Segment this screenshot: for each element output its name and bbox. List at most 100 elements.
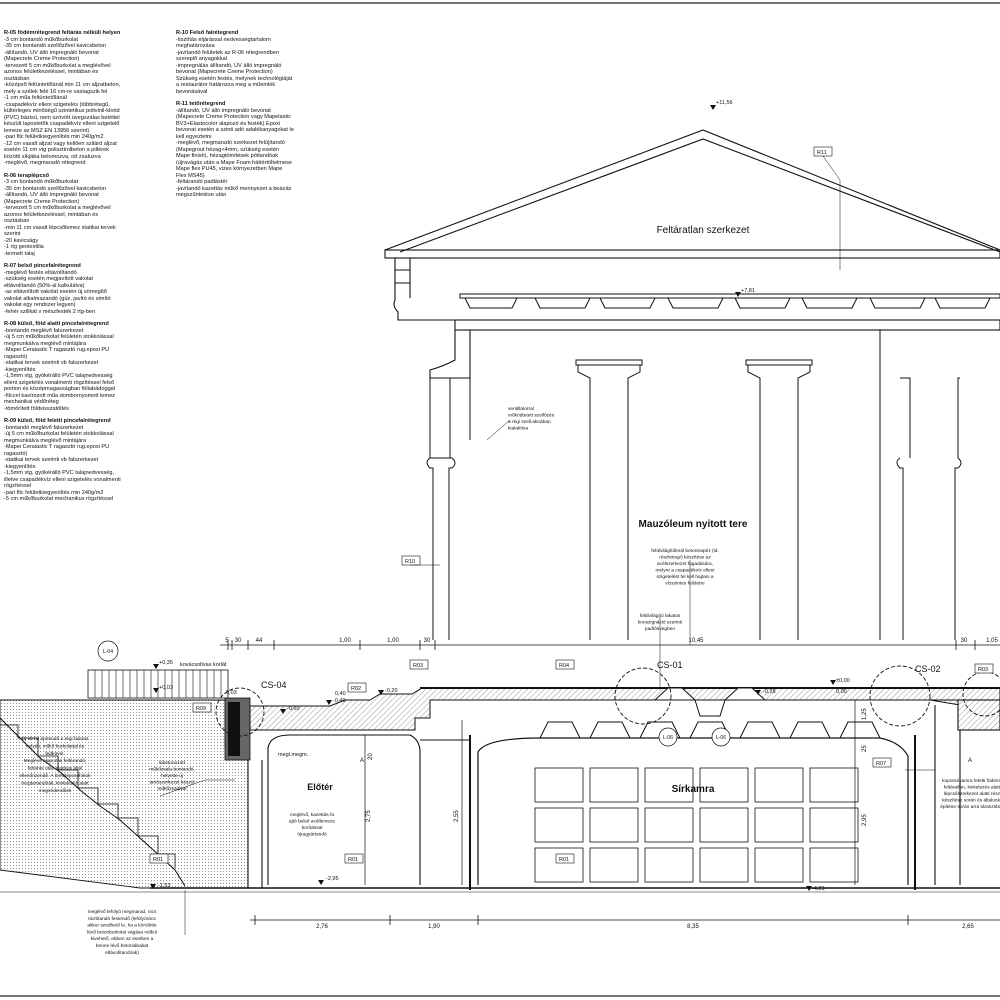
note-left-line: -új 5 cm műkőburkolat felületén stokkolá… [4,334,114,340]
note-left-line: -filccel kasírozott műa dombornyomott le… [4,392,115,399]
note-left-line: -min 11 cm vasalt lépcsőlemez statikai t… [4,224,116,231]
note-mid-line: -javítandó felületek az R-06 rétegrendbe… [176,49,279,56]
left-wall-note-line: Meglévő alapozás feltárandó, [24,758,87,764]
note-left-line: azonos felületkezeléssel, mintában és [4,211,99,218]
note-mid-line: (Mapegrout hézag<4mm, szükség esetén [176,146,280,153]
beam-note-line: acélszerkezet fogadására, [657,561,713,567]
demolition-note-line: műkőzsalu bontandó, [149,767,195,773]
left-wall-note-line: ellenőrizendő. A tömblépcsőfokok [19,773,91,779]
note-mid-line: -meglévő, megmaradó szerkezet felújítand… [176,140,285,146]
note-mid-line: Mape finish), hézagtömítések pótlandóak [176,153,278,159]
cs-04-circle[interactable] [215,687,265,737]
eloter-room [247,699,1000,888]
note-left-line: -1,5mm vtg, gyökérálló PVC talajnedvessé… [4,373,113,379]
note-left-line: -Mapei Ceraiastic T ragasztó rug.epoxi P… [4,444,110,450]
cornice-blocks [459,293,1000,309]
section-mark-a-right: A [968,758,972,764]
dim-top-9: 1,05 [986,638,998,644]
note-mid-line: Flex MS45) [176,172,205,179]
tag-r09: R09 [196,706,206,712]
note-left-line: (Mapecrete Creme Protection) [4,198,80,205]
sirkamra-label: Sírkamra [672,784,715,795]
level-2: +0,03 [159,685,173,691]
note-left-line: -5 cm műkőburkolat mechanikus rögzítésse… [4,496,114,502]
dimension-line-top [220,640,1000,650]
vent-note-line: a régi szell.aknában [508,419,551,425]
note-left-line: -az eltávolított vakolat esetén új sömeg… [4,289,107,295]
note-mid-line: a restaurátor határozza meg a műemlék [176,82,276,88]
dim-vert-small-2: 25 [862,745,868,752]
note-left-line: -statikai tervek szerinti vb falszerkeze… [4,360,99,366]
note-left-line: -35 cm bontandó szellőzővel kavicsbeton [4,185,106,192]
level-markers [150,105,836,891]
dim-top-3: 44 [256,638,263,644]
note-left-line: -csapadékvíz elleni szigetelés (többréte… [4,101,110,108]
tag-l04: L-04 [103,649,113,655]
note-left-line: megmunkálva meglévő mintájára [4,437,87,444]
notes-mid-column: R-10 Felső falrétegrend-tisztítás eljárá… [176,30,341,205]
note-left-line: -szükség esetén megjavított vakolat [4,276,93,282]
demolition-note-line: kibetonozott [159,760,186,766]
dim-top-2: 30 [235,638,242,644]
note-left-line: -termelt talaj [4,250,35,257]
cs-01-label: CS-01 [657,660,683,670]
note-left-line: -3 cm bontandó műkőburkolat [4,36,79,43]
section-mark-a-left: A [360,758,364,764]
note-left-line: -3 cm bontandó műkőburkolat [4,179,79,185]
left-wall-note-line: megtartandóak, kivitelezés alatt [21,780,89,786]
dim-vert-small: 20 [368,753,374,760]
stair-note: meglévő lefolyó megmarad, nicstisztítand… [87,909,157,956]
tag-r03-left: R03 [413,663,423,669]
stair-note-line: akkor szedhető le, ha a körülötte [87,923,157,929]
note-left-line: eltávolítandó (50%-al kalkulálva) [4,282,85,289]
level-9: -2,95 [326,876,339,882]
beam-note-line: részletrajz) készítése az [659,555,711,561]
note-left-title: R-09 külső, föld feletti pincefalrétegre… [4,418,111,424]
stair-note-line: benne lévő betonlábakat [96,943,149,949]
skylight-note-line: padlóüvegben [645,626,675,632]
note-left-block: R-05 födémrétegrend feltárás nélküli hel… [4,30,169,167]
tag-r01-c: R01 [559,857,569,863]
stair-note-line: lévő betonburkolat vágása nélkül [87,929,157,935]
tag-r02: R02 [351,686,361,692]
dimension-line-bottom [250,915,1000,925]
note-left-line: rögzítéssel [4,483,32,489]
dim-top-4: 1,00 [339,638,351,644]
dimension-top-labels: 5 30 44 1,00 1,00 30 10,45 30 1,05 [225,638,998,644]
note-left-line: -Mapei Ceraiastic T ragasztó rug.epoxi P… [4,347,110,353]
note-left-title: R-07 belső pincefalrétegrend [4,263,81,269]
note-left-line: -20 kavicságy [4,237,39,244]
tag-l06-a: L-06 [663,735,673,741]
eloter-note-line: meglévő, kazettás fa [290,812,334,818]
tag-boxes [149,146,994,864]
roof-label: Feltáratlan szerkezet [657,225,750,236]
note-mid-block: R-10 Felső falrétegrend-tisztítás eljárá… [176,30,341,95]
note-left-line: -tömörített földvisszatöltés [4,405,69,412]
note-left-line: lemeze az MSZ EN 13956 szerint) [4,127,90,134]
railing-label: kovácsoltvas korlát [180,662,227,668]
note-mid-line: -impregnálás állítandó, UV álló impregná… [176,62,282,69]
note-mid-line: bevonásával [176,88,208,95]
tag-r07: R07 [876,761,886,767]
floor-base [0,887,1000,893]
cs-01-circle[interactable] [614,667,672,725]
note-mid-title: R-10 Felső falrétegrend [176,30,239,36]
note-mid-line: megszűntetése után [176,192,227,198]
note-mid-block: R-11 tetőrétegrend-állítandó, UV álló im… [176,101,341,199]
dim-vert-mid: 2,55 [454,810,460,822]
right-note-line: koporsókamra feletti födém [942,778,1000,784]
level-8: -1,53 [158,883,171,889]
note-mid-line: Mape flex PU45, vizes környezetben Mape [176,166,283,172]
note-left-line: -bontandó meglévő falszerkezet [4,327,84,334]
note-left-line: készült lapostetők csapadékvíz elleni sz… [4,121,120,127]
note-left-block: R-06 teraplépcső-3 cm bontandó műkőburko… [4,173,169,258]
cs-02-circle[interactable] [869,665,931,727]
note-left-line: (Mapecrete Creme Protection) [4,56,80,62]
notes-left-column: R-05 födémrétegrend feltárás nélküli hel… [4,30,169,509]
note-left-line: -kiegyenlítés [4,366,36,373]
note-left-line: -1 cm műa feltüntetőlánál [4,95,67,101]
tag-l06-b: L-06 [716,735,726,741]
note-mid-line: -tisztítás eljárással nedvességtartalom [176,36,271,43]
